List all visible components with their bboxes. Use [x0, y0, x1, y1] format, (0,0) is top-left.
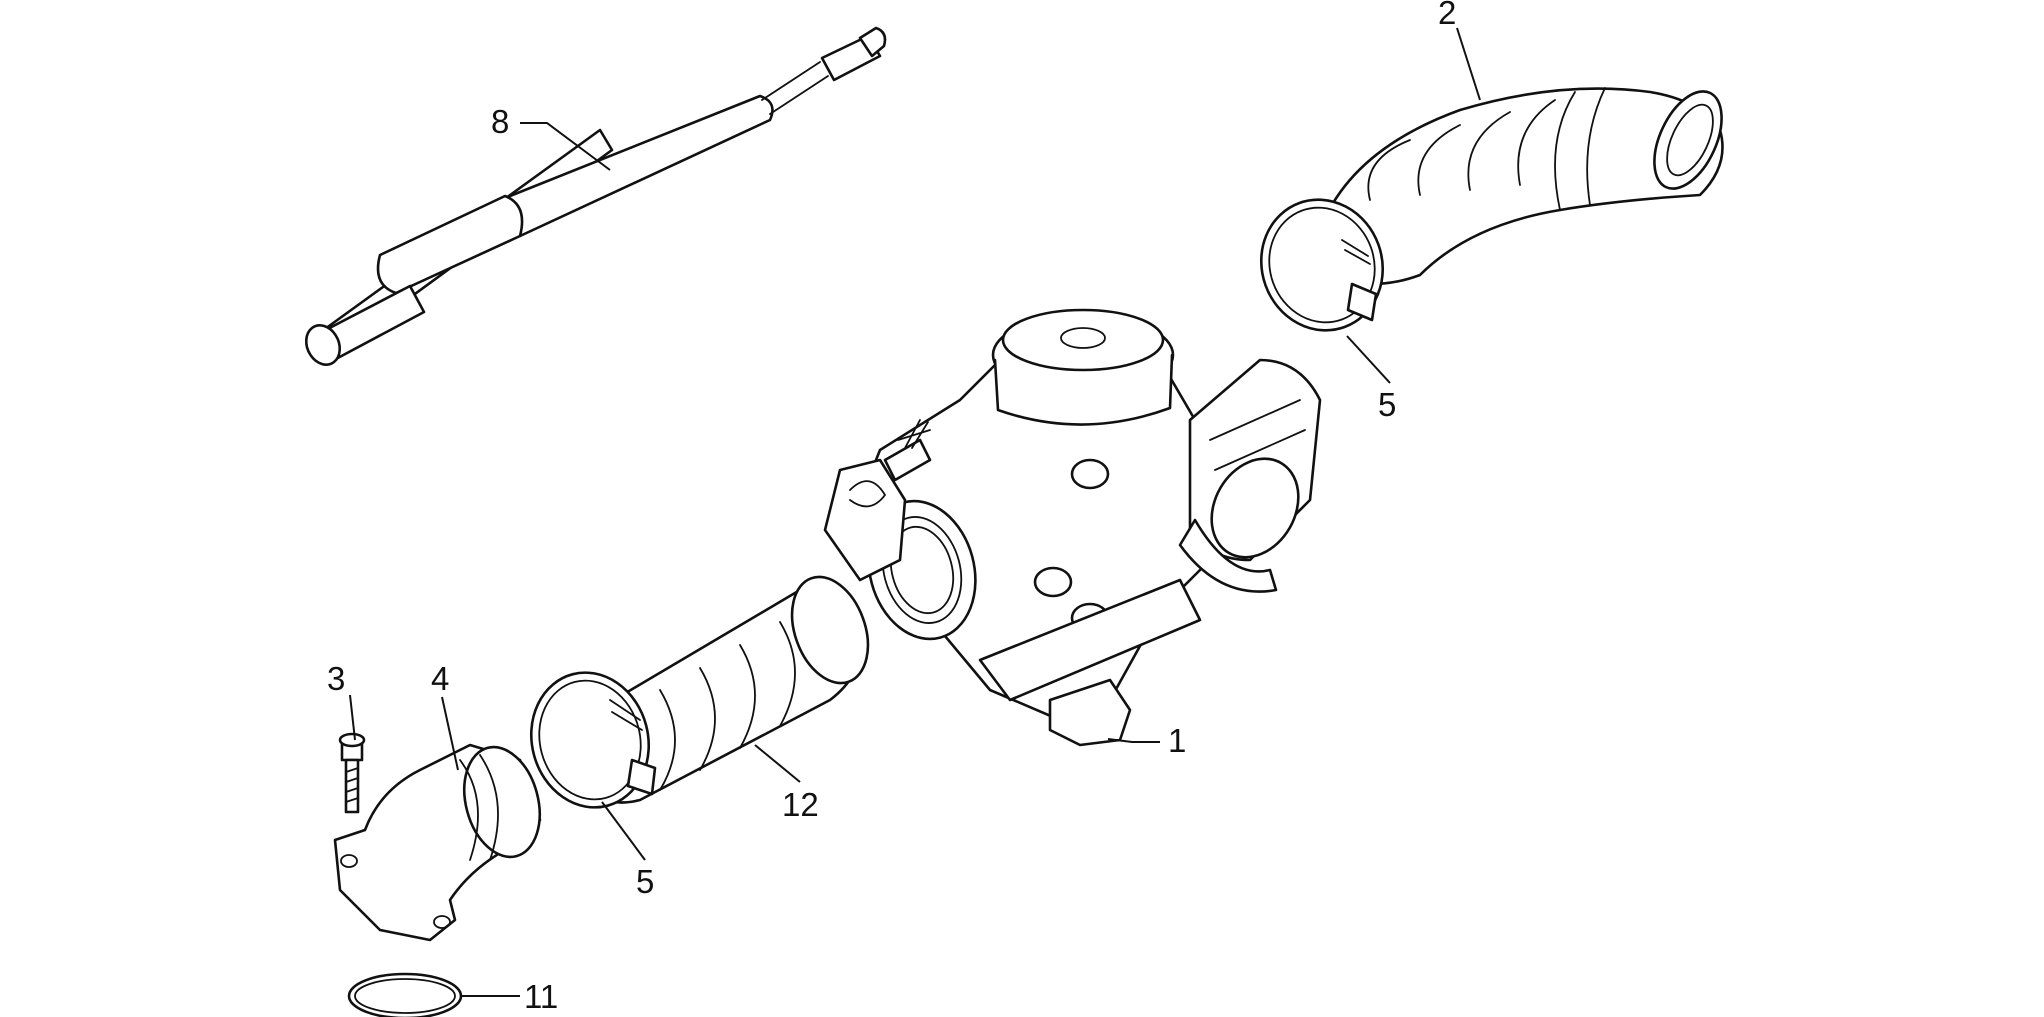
- leader-lines: [349, 27, 1481, 997]
- callout-5-lower: 5: [636, 863, 654, 900]
- callout-labels: 1 2 3 4 5 5 8 11 12: [327, 0, 1456, 1015]
- lower-intake-hose-part[interactable]: [578, 566, 882, 804]
- callout-11: 11: [524, 978, 558, 1015]
- wire-harness-part[interactable]: [304, 26, 887, 366]
- callout-5-upper: 5: [1378, 386, 1396, 423]
- upper-hose-clamp-part[interactable]: [1243, 182, 1401, 347]
- intake-manifold-part[interactable]: [333, 739, 551, 942]
- screw-part[interactable]: [338, 732, 366, 814]
- carburetor-part[interactable]: [823, 308, 1322, 747]
- callout-8: 8: [491, 103, 509, 140]
- callout-3: 3: [327, 660, 345, 697]
- callout-4: 4: [431, 660, 449, 697]
- callout-12: 12: [782, 786, 819, 823]
- callout-1: 1: [1168, 722, 1186, 759]
- callout-2: 2: [1438, 0, 1456, 31]
- lower-hose-clamp-part[interactable]: [516, 659, 663, 820]
- o-ring-part[interactable]: [347, 972, 463, 1017]
